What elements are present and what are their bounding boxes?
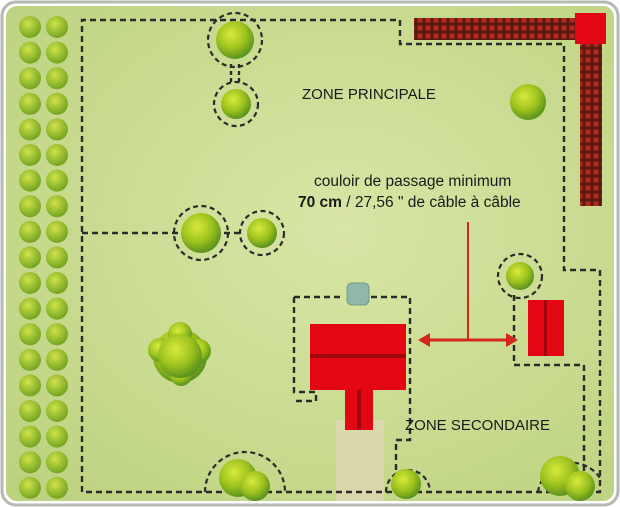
hedge-shrub-icon bbox=[19, 348, 41, 371]
hedge-shrub-icon bbox=[19, 451, 41, 474]
shed-icon bbox=[528, 300, 564, 356]
house-icon bbox=[310, 324, 406, 430]
hedge-shrub-icon bbox=[46, 41, 68, 64]
hedge-shrub-icon bbox=[19, 246, 41, 269]
hedge-shrub-icon bbox=[19, 169, 41, 192]
tree-ring bbox=[203, 450, 287, 493]
hedge-shrub-icon bbox=[46, 16, 68, 38]
hedge-shrub-icon bbox=[19, 272, 41, 294]
hedge-shrub-icon bbox=[19, 67, 41, 90]
hedge-row bbox=[19, 16, 68, 499]
hedge-shrub-icon bbox=[46, 144, 68, 166]
tree-ring bbox=[496, 252, 544, 300]
hedge-shrub-icon bbox=[19, 195, 41, 218]
fence-corner-post bbox=[575, 13, 606, 44]
zone-secondaire-label: ZONE SECONDAIRE bbox=[405, 417, 550, 434]
hedge-shrub-icon bbox=[46, 297, 68, 320]
hedge-shrub-icon bbox=[46, 323, 68, 346]
hedge-shrub-icon bbox=[46, 169, 68, 192]
hedge-shrub-icon bbox=[19, 374, 41, 397]
boundary-wire-shed bbox=[512, 295, 586, 480]
hedge-shrub-icon bbox=[46, 195, 68, 218]
tree-ring bbox=[212, 80, 260, 128]
hedge-shrub-icon bbox=[19, 400, 41, 422]
corridor-label-line2: 70 cm / 27,56 " de câble à câble bbox=[298, 194, 521, 211]
corridor-min-width: 70 cm bbox=[298, 194, 342, 211]
hedge-shrub-icon bbox=[46, 92, 68, 115]
hedge-shrub-icon bbox=[46, 272, 68, 294]
round-tree-icon bbox=[181, 21, 595, 501]
hedge-shrub-icon bbox=[46, 348, 68, 371]
large-tree-icon bbox=[148, 322, 211, 386]
hedge-shrub-icon bbox=[46, 220, 68, 243]
hedge-shrub-icon bbox=[19, 297, 41, 320]
hedge-shrub-icon bbox=[19, 144, 41, 166]
hedge-shrub-icon bbox=[19, 92, 41, 115]
corridor-label-line1: couloir de passage minimum bbox=[314, 173, 511, 190]
hedge-shrub-icon bbox=[19, 41, 41, 64]
boundary-wire-secondary bbox=[292, 295, 412, 492]
tree-ring bbox=[172, 204, 230, 262]
double-arrow-icon bbox=[418, 222, 518, 347]
hedge-shrub-icon bbox=[19, 118, 41, 141]
fence-icon bbox=[414, 18, 578, 40]
hedge-shrub-icon bbox=[46, 451, 68, 474]
tree-ring bbox=[206, 11, 264, 69]
hedge-shrub-icon bbox=[19, 16, 41, 38]
garden-path bbox=[336, 420, 384, 501]
hedge-shrub-icon bbox=[46, 67, 68, 90]
hedge-shrub-icon bbox=[46, 118, 68, 141]
hedge-shrub-icon bbox=[46, 374, 68, 397]
fence-icon-vertical bbox=[580, 40, 602, 206]
hedge-shrub-icon bbox=[46, 425, 68, 448]
hedge-shrub-icon bbox=[46, 476, 68, 499]
hedge-shrub-icon bbox=[19, 476, 41, 499]
charging-station-icon bbox=[346, 282, 370, 306]
tree-ring bbox=[238, 209, 286, 257]
hedge-shrub-icon bbox=[19, 323, 41, 346]
corridor-width-detail: / 27,56 " de câble à câble bbox=[342, 194, 521, 211]
hedge-shrub-icon bbox=[46, 400, 68, 422]
hedge-shrub-icon bbox=[46, 246, 68, 269]
hedge-shrub-icon bbox=[19, 220, 41, 243]
zone-principale-label: ZONE PRINCIPALE bbox=[302, 86, 436, 103]
hedge-shrub-icon bbox=[19, 425, 41, 448]
lawn bbox=[6, 6, 614, 501]
